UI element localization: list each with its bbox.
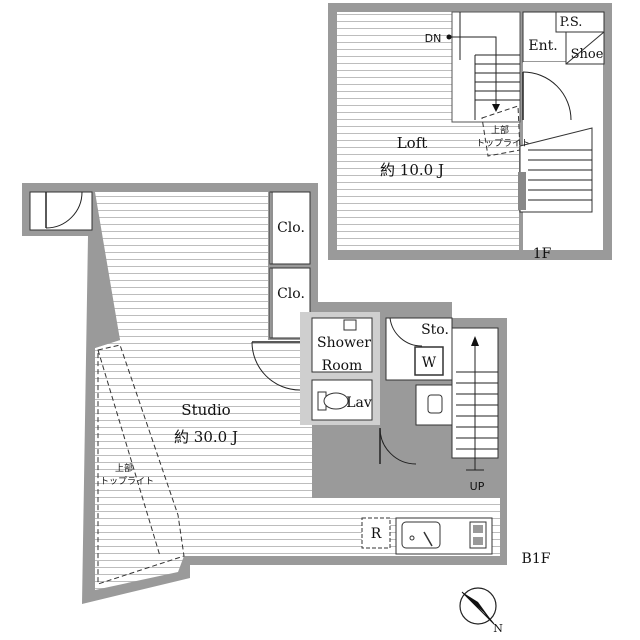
storage-label: Sto. (421, 322, 449, 338)
shower-fixture (343, 319, 357, 331)
loft-room-name: Loft (397, 134, 428, 152)
closet-2-label: Clo. (277, 286, 305, 302)
lav-door[interactable] (379, 427, 417, 465)
shower-room-label-2: Room (322, 358, 363, 374)
pipe-space (555, 11, 605, 33)
shower-room-door[interactable] (251, 341, 301, 391)
loft-room-area: 約 10.0 J (380, 161, 444, 179)
studio-skylight-label-1: 上部 (115, 462, 133, 474)
north-arrow-icon: N (459, 587, 503, 635)
balcony-door[interactable] (45, 191, 83, 229)
b1f-stairs (456, 371, 498, 450)
lav-label: Lav (346, 395, 372, 411)
floor-b1f-label: B1F (522, 551, 551, 567)
floor-1f-label: 1F (533, 246, 552, 262)
studio-room-name: Studio (181, 401, 230, 419)
entrance-label: Ent. (528, 38, 557, 54)
pipe-space-label: P.S. (560, 15, 583, 30)
studio-floor: 上部 トップライト (22, 183, 507, 604)
stairs-down-label: DN (425, 32, 442, 45)
loft-skylight-label-1: 上部 (491, 124, 509, 136)
loft-stairs (459, 12, 520, 120)
closet-1-label: Clo. (277, 220, 305, 236)
studio-room-area: 約 30.0 J (174, 428, 238, 446)
cooktop (469, 521, 487, 549)
up-arrow (466, 336, 484, 471)
shower-room-label-1: Shower (317, 335, 371, 351)
lav-sink (427, 394, 443, 414)
entrance-door[interactable] (522, 71, 572, 121)
kitchen-sink (401, 521, 441, 549)
toilet (317, 391, 349, 411)
down-arrow (446, 34, 500, 112)
loft-floor: 上部 トップライト (328, 3, 612, 260)
washer-space (414, 346, 444, 376)
washer-label: W (422, 355, 437, 371)
north-label: N (493, 622, 503, 635)
fridge-space (361, 517, 391, 549)
stairs-up-label: UP (470, 480, 485, 493)
loft-skylight-label-2: トップライト (476, 138, 530, 149)
shoe-cabinet-label: Shoe (571, 47, 604, 62)
fridge-label: R (371, 526, 382, 542)
exterior-stairs (518, 127, 593, 213)
storage-door[interactable] (389, 317, 423, 347)
studio-skylight-label-2: トップライト (100, 476, 154, 487)
